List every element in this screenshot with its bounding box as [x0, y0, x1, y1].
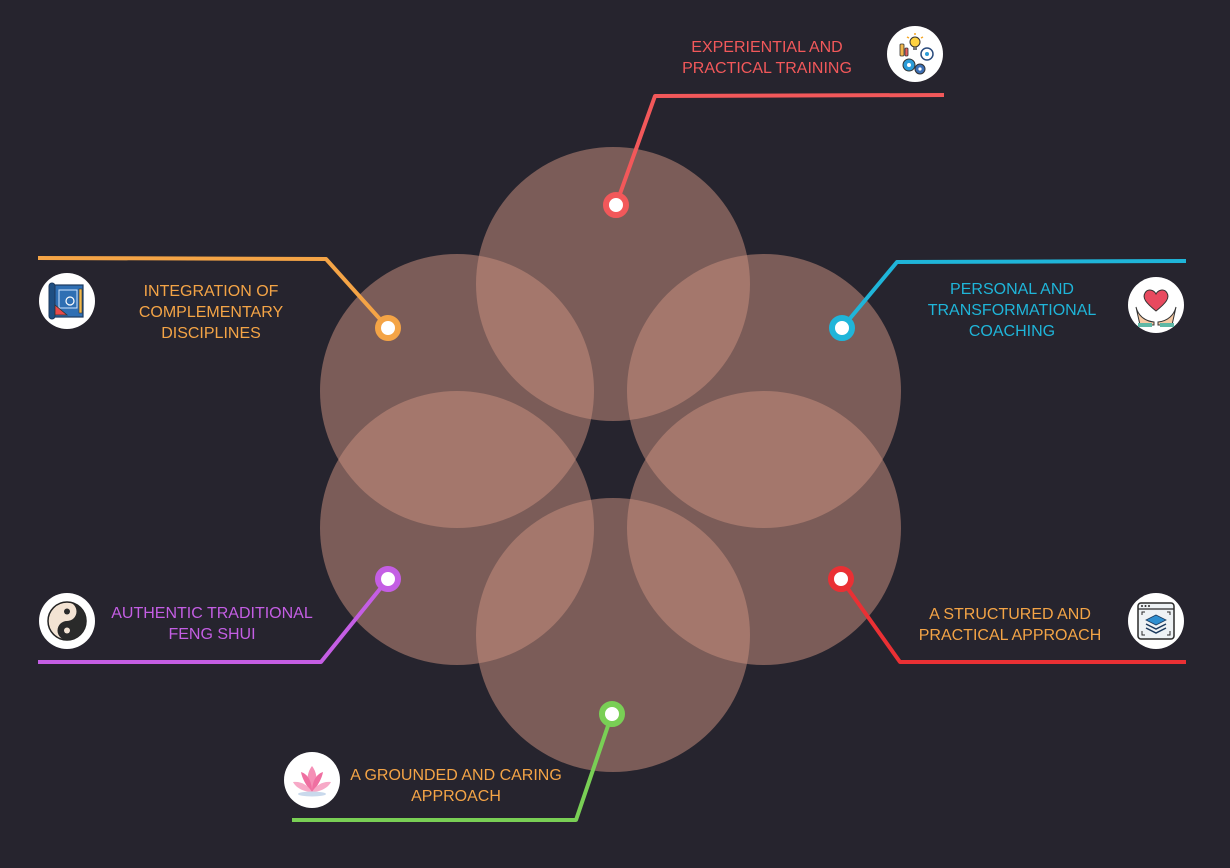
label-structured-line2: PRACTICAL APPROACH — [918, 627, 1102, 644]
label-fengshui: AUTHENTIC TRADITIONAL FENG SHUI — [100, 603, 324, 645]
connector-line-grounded — [292, 713, 614, 822]
label-coaching-line3: COACHING — [968, 323, 1056, 340]
dot-integration — [375, 315, 401, 341]
label-fengshui-line2: FENG SHUI — [168, 626, 256, 643]
dot-experiential — [603, 192, 629, 218]
blueprint-icon — [39, 273, 95, 329]
label-experiential-line2: PRACTICAL TRAINING — [682, 60, 852, 77]
lotus-icon — [284, 752, 340, 808]
label-grounded-line1: A GROUNDED AND CARING — [350, 767, 562, 784]
label-structured: A STRUCTURED AND PRACTICAL APPROACH — [905, 604, 1115, 646]
connector-line-structured — [839, 577, 1186, 664]
label-integration-line1: INTEGRATION OF — [143, 283, 279, 300]
label-structured-line1: A STRUCTURED AND — [929, 606, 1091, 623]
label-fengshui-line1: AUTHENTIC TRADITIONAL — [111, 605, 313, 622]
label-experiential-line1: EXPERIENTIAL AND — [691, 39, 843, 56]
dot-fengshui — [375, 566, 401, 592]
dot-coaching — [829, 315, 855, 341]
label-experiential: EXPERIENTIAL AND PRACTICAL TRAINING — [672, 37, 862, 79]
connector-line-fengshui — [38, 577, 390, 664]
label-integration: INTEGRATION OF COMPLEMENTARY DISCIPLINES — [116, 281, 306, 344]
petal-circles — [320, 147, 901, 772]
label-grounded-line2: APPROACH — [411, 788, 501, 805]
yin-yang-icon — [39, 593, 95, 649]
dot-grounded — [599, 701, 625, 727]
connector-line-coaching — [840, 259, 1187, 330]
label-integration-line3: DISCIPLINES — [161, 325, 261, 342]
label-grounded: A GROUNDED AND CARING APPROACH — [340, 765, 572, 807]
dot-structured — [828, 566, 854, 592]
gears-lightbulb-icon — [887, 26, 943, 82]
connector-line-integration — [37, 256, 390, 330]
heart-in-hands-icon — [1128, 277, 1184, 333]
label-coaching-line1: PERSONAL AND — [950, 281, 1074, 298]
layers-window-icon — [1128, 593, 1184, 649]
label-coaching: PERSONAL AND TRANSFORMATIONAL COACHING — [912, 279, 1112, 342]
label-integration-line2: COMPLEMENTARY — [138, 304, 284, 321]
label-coaching-line2: TRANSFORMATIONAL — [927, 302, 1097, 319]
connector-line-experiential — [614, 93, 945, 206]
